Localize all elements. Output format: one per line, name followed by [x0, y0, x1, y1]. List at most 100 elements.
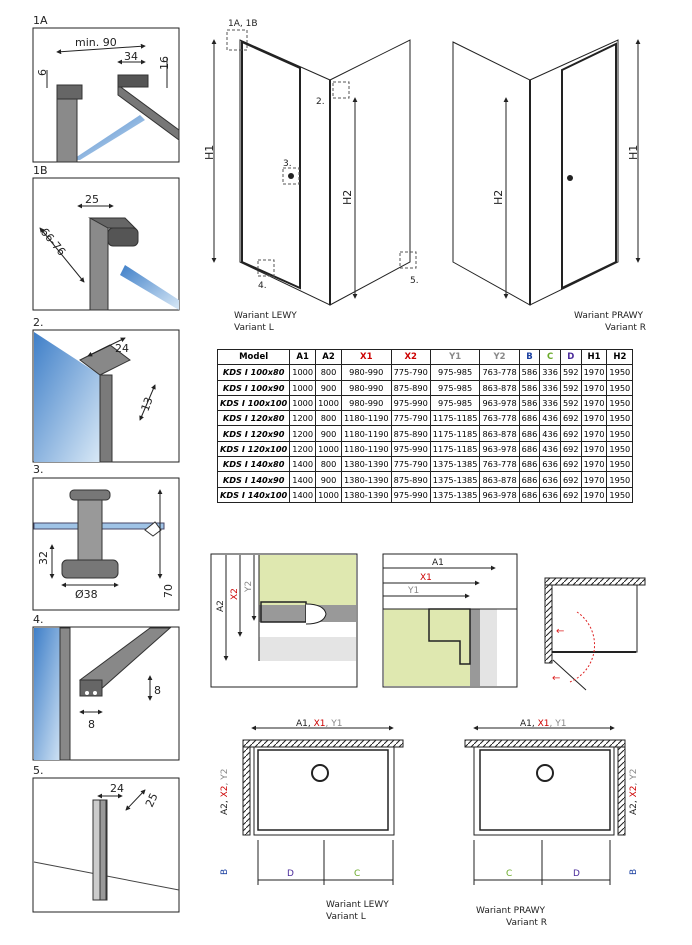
a1-label: A1 — [432, 558, 444, 568]
a2-label: A2, — [629, 797, 639, 815]
dim-text: 8 — [88, 718, 95, 731]
table-cell: 1970 — [580, 425, 608, 442]
table-cell: 692 — [559, 425, 582, 442]
y2-label: Y2 — [244, 581, 254, 593]
table-cell: 636 — [539, 471, 561, 488]
detail-label: 5. — [33, 764, 44, 777]
table-cell: 1950 — [606, 440, 634, 458]
table-cell: 1380-1390 — [340, 486, 392, 503]
table-cell: 686 — [518, 425, 541, 442]
table-cell: 436 — [539, 440, 561, 458]
table-cell: 875-890 — [390, 425, 431, 442]
table-cell: 775-790 — [390, 456, 431, 473]
callout-label: 2. — [316, 97, 325, 107]
a2-label: A2 — [216, 600, 226, 612]
b-label: B — [629, 869, 639, 875]
table-cell: 875-890 — [390, 379, 431, 396]
table-cell: 692 — [559, 486, 582, 503]
y1-label: , Y1 — [326, 719, 343, 729]
svg-text:A1, X1, Y1: A1, X1, Y1 — [520, 719, 566, 729]
model-cell: KDS I 120x80 — [216, 410, 291, 427]
dim-text: 70 — [162, 584, 175, 598]
table-cell: 592 — [559, 364, 582, 381]
plan-variant-right: A1, X1, Y1 C D B A2, X2, Y2 Wariant PRAW… — [464, 719, 639, 928]
detail-label: 2. — [33, 316, 44, 329]
caption: Variant R — [506, 918, 547, 928]
detail-2: 2. 24 13 — [32, 316, 180, 463]
column-header: B — [518, 348, 541, 366]
table-cell: 1180-1190 — [340, 425, 392, 442]
table-cell: 1970 — [580, 410, 608, 427]
door-swing-plan: ← ← — [544, 577, 646, 691]
dim-text: 24 — [115, 342, 129, 355]
table-cell: 975-985 — [429, 394, 481, 412]
d-label: D — [573, 869, 580, 879]
callout-label: 4. — [258, 281, 267, 291]
table-cell: 1950 — [606, 425, 634, 442]
column-header: A2 — [315, 348, 342, 366]
callout-label: 1A, 1B — [228, 19, 258, 29]
c-label: C — [354, 869, 360, 879]
table-cell: 592 — [559, 379, 582, 396]
caption: Variant L — [326, 912, 366, 922]
table-cell: 336 — [539, 364, 561, 381]
y2-label: , Y2 — [220, 769, 230, 786]
table-cell: 963-978 — [479, 440, 520, 458]
table-cell: 1400 — [289, 471, 317, 488]
table-cell: 1000 — [289, 379, 317, 396]
table-cell: 636 — [539, 456, 561, 473]
table-cell: 863-878 — [479, 471, 520, 488]
table-cell: 975-990 — [390, 394, 431, 412]
table-cell: 800 — [315, 456, 342, 473]
column-header: Model — [216, 348, 291, 366]
elevation-variant-left: 1A, 1B 2. 3. 4. 5. H1 H2 Wariant LEWY Va… — [203, 19, 419, 333]
table-cell: 1000 — [315, 440, 342, 458]
swing-arrow-icon: ← — [556, 626, 564, 637]
column-header: H2 — [606, 348, 634, 366]
model-cell: KDS I 100x90 — [216, 379, 291, 396]
table-cell: 963-978 — [479, 486, 520, 503]
dim-text: 16 — [158, 56, 171, 70]
table-cell: 1175-1185 — [429, 425, 481, 442]
table-cell: 1950 — [606, 486, 634, 503]
column-header: H1 — [580, 348, 608, 366]
table-cell: 592 — [559, 394, 582, 412]
table-cell: 975-990 — [390, 486, 431, 503]
x1-label: X1 — [314, 719, 326, 729]
x1-label: X1 — [420, 573, 432, 583]
table-cell: 586 — [518, 379, 541, 396]
dim-text: Ø38 — [75, 588, 98, 601]
table-cell: 1400 — [289, 456, 317, 473]
table-cell: 863-878 — [479, 379, 520, 396]
table-cell: 1380-1390 — [340, 471, 392, 488]
y1-label: , Y1 — [550, 719, 567, 729]
dim-text: 8 — [154, 684, 161, 697]
a1-label: A1, — [296, 719, 314, 729]
model-cell: KDS I 100x100 — [216, 394, 291, 412]
table-cell: 1380-1390 — [340, 456, 392, 473]
table-cell: 1950 — [606, 394, 634, 412]
table-cell: 1375-1385 — [429, 471, 481, 488]
dim-text: 32 — [37, 551, 50, 565]
model-cell: KDS I 140x80 — [216, 456, 291, 473]
table-cell: 1970 — [580, 394, 608, 412]
table-cell: 436 — [539, 425, 561, 442]
model-cell: KDS I 120x100 — [216, 440, 291, 458]
detail-label: 1B — [33, 164, 48, 177]
table-cell: 436 — [539, 410, 561, 427]
table-cell: 1175-1185 — [429, 440, 481, 458]
column-header: Y1 — [429, 348, 481, 366]
b-label: B — [220, 869, 230, 875]
table-cell: 692 — [559, 471, 582, 488]
table-cell: 963-978 — [479, 394, 520, 412]
svg-text:A1, X1, Y1: A1, X1, Y1 — [296, 719, 342, 729]
callout-label: 3. — [283, 159, 292, 169]
table-cell: 686 — [518, 410, 541, 427]
caption: Wariant LEWY — [326, 900, 389, 910]
